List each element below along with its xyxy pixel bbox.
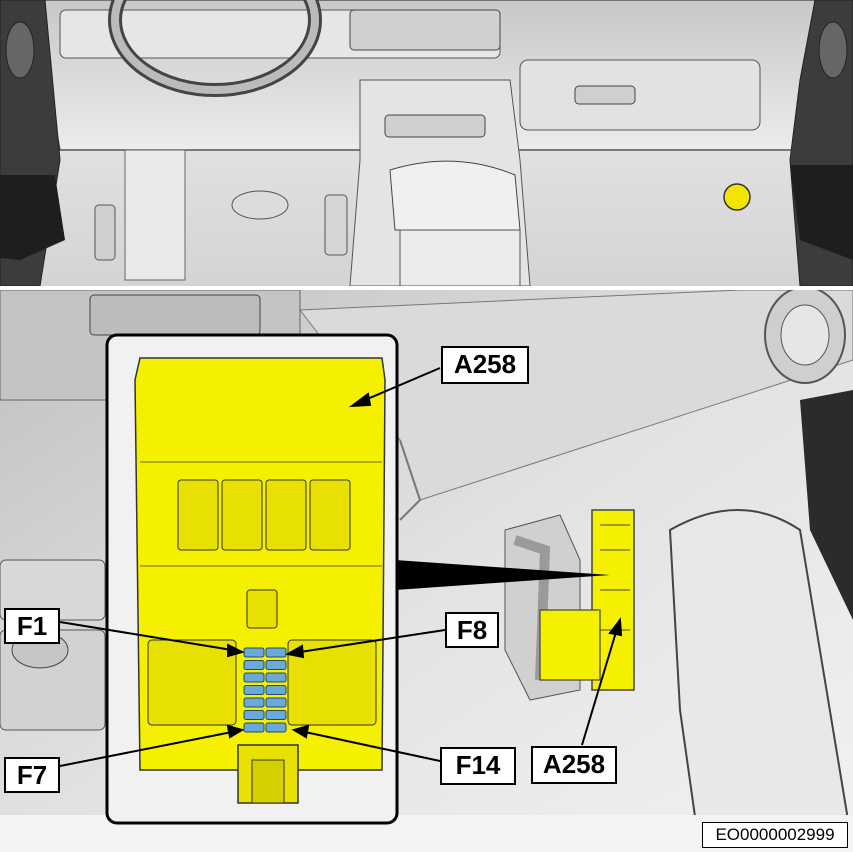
fuse-f4 (243, 685, 265, 695)
label-f14-fuse: F14 (440, 747, 516, 785)
label-f8-fuse: F8 (445, 612, 499, 648)
vehicle-interior-overview (0, 0, 853, 286)
fuse-f12 (265, 697, 287, 708)
panel-separator (0, 286, 853, 290)
module-a258-detail (134, 357, 386, 804)
fuse-f3 (243, 672, 265, 683)
interior-drawing (0, 0, 853, 286)
label-f1-fuse: F1 (4, 608, 60, 644)
fuse-f13 (265, 710, 287, 720)
fuse-f1 (243, 647, 265, 658)
fuse-column-left (243, 647, 265, 733)
detail-drawing (0, 290, 853, 852)
label-a258-module: A258 (441, 346, 529, 384)
label-f7-fuse: F7 (4, 757, 60, 793)
fuse-column-right (265, 647, 287, 733)
leader-lines (59, 367, 623, 767)
fuse-f11 (265, 685, 287, 695)
fuse-f2 (243, 660, 265, 670)
document-id: EO0000002999 (702, 822, 848, 848)
module-location-marker (723, 183, 751, 211)
detail-view: A258 F1 F8 F7 F14 A258 EO0000002999 (0, 290, 853, 852)
fuse-f9 (265, 660, 287, 670)
label-a258-installed: A258 (531, 746, 617, 784)
fuse-f10 (265, 672, 287, 683)
fuse-f7 (243, 722, 265, 733)
fuse-f8 (265, 647, 287, 658)
fuse-f5 (243, 697, 265, 708)
fuse-f14 (265, 722, 287, 733)
fuse-f6 (243, 710, 265, 720)
